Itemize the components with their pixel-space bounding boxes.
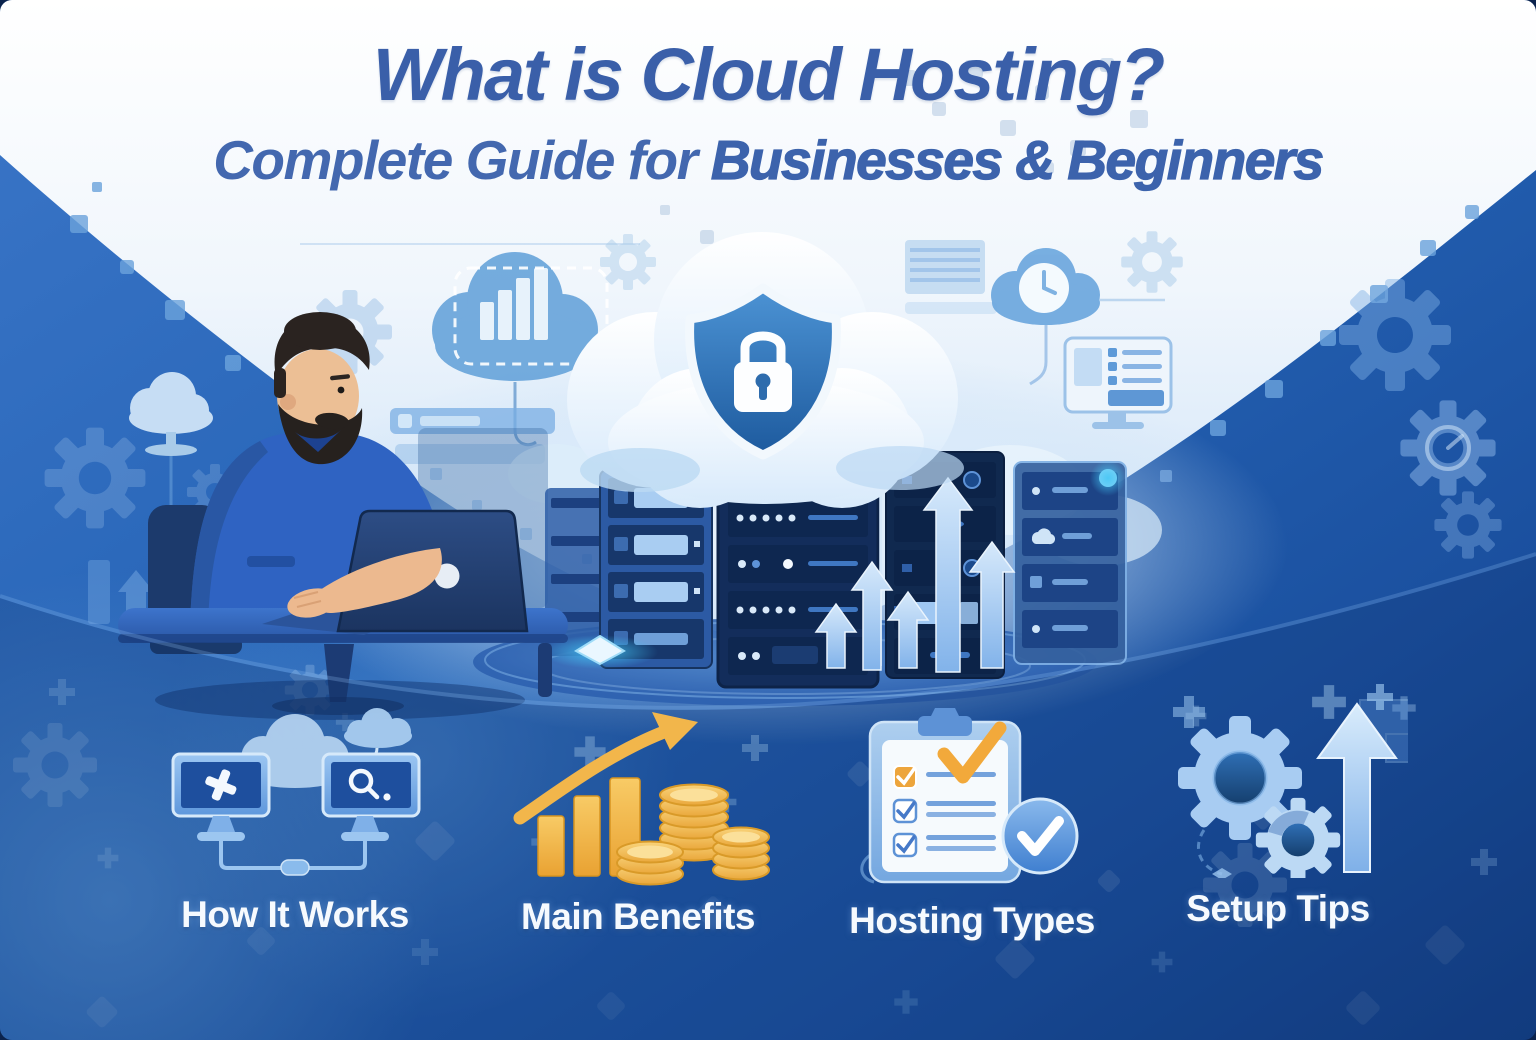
- server-panel-ghost: [390, 408, 555, 464]
- feature-setup-tips: Setup Tips: [1128, 682, 1428, 930]
- growth-chart-coins-icon: [513, 712, 770, 886]
- padlock-icon: [734, 331, 792, 412]
- gears-upgrade-icon: [1173, 684, 1408, 878]
- feature-hosting-types: Hosting Types: [822, 702, 1122, 942]
- lower-ghost-icons: [13, 279, 1502, 1014]
- rising-arrows-icon: [814, 476, 1016, 673]
- small-gear: [1255, 797, 1341, 878]
- feature-label: Main Benefits: [520, 896, 756, 937]
- connected-monitors-icon: [171, 708, 421, 876]
- forearm: [315, 548, 442, 613]
- data-table-ghost: [905, 240, 997, 314]
- monitor-list-ghost: [1063, 336, 1173, 429]
- glow-diamond: [542, 634, 658, 669]
- feature-how-it-works: How It Works: [145, 698, 445, 936]
- feature-label: How It Works: [181, 894, 409, 935]
- cloud-upload-icon: [432, 252, 609, 447]
- feature-label: Hosting Types: [849, 900, 1095, 941]
- up-arrow: [1316, 702, 1398, 873]
- bottom-swoosh: [0, 552, 1536, 1040]
- cloud-clock-icon: [991, 248, 1165, 386]
- dome-ghost-icons: [129, 231, 1183, 558]
- feature-label: Setup Tips: [1186, 888, 1370, 929]
- cloud-security-shield-padlock-icon: [567, 232, 964, 508]
- man-working-on-laptop-illustration: [118, 312, 568, 720]
- feature-main-benefits: Main Benefits: [488, 700, 788, 938]
- checklist-clipboard-icon: [860, 708, 1079, 884]
